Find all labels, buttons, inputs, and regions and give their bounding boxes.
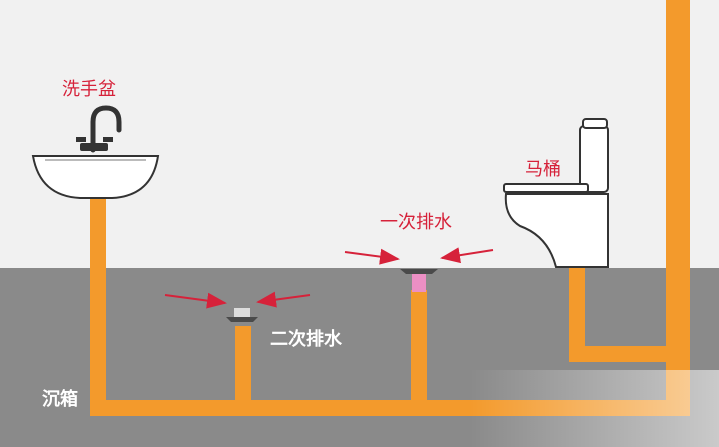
primary-drain-pipe [411, 290, 427, 406]
basin-icon [31, 155, 160, 199]
toilet-drain-pipe [569, 260, 585, 362]
toilet-horizontal-pipe [569, 346, 679, 362]
label-sink-box: 沉箱 [42, 389, 78, 410]
label-primary-drain: 一次排水 [380, 212, 452, 233]
label-secondary-drain: 二次排水 [270, 329, 342, 350]
arrow-secondary-left [164, 292, 227, 309]
toilet-icon [503, 118, 609, 268]
secondary-drain-pipe [235, 326, 251, 406]
label-sink: 洗手盆 [62, 79, 116, 100]
floor-drain-icon [226, 308, 258, 322]
arrow-primary-right [440, 247, 494, 264]
label-toilet: 马桶 [525, 159, 561, 180]
arrow-secondary-right [256, 291, 311, 308]
corner-fade [470, 370, 719, 447]
arrow-primary-left [344, 248, 400, 265]
sink-drain-pipe [90, 195, 106, 415]
floor-drain-icon [400, 269, 438, 292]
faucet-icon [76, 105, 122, 153]
